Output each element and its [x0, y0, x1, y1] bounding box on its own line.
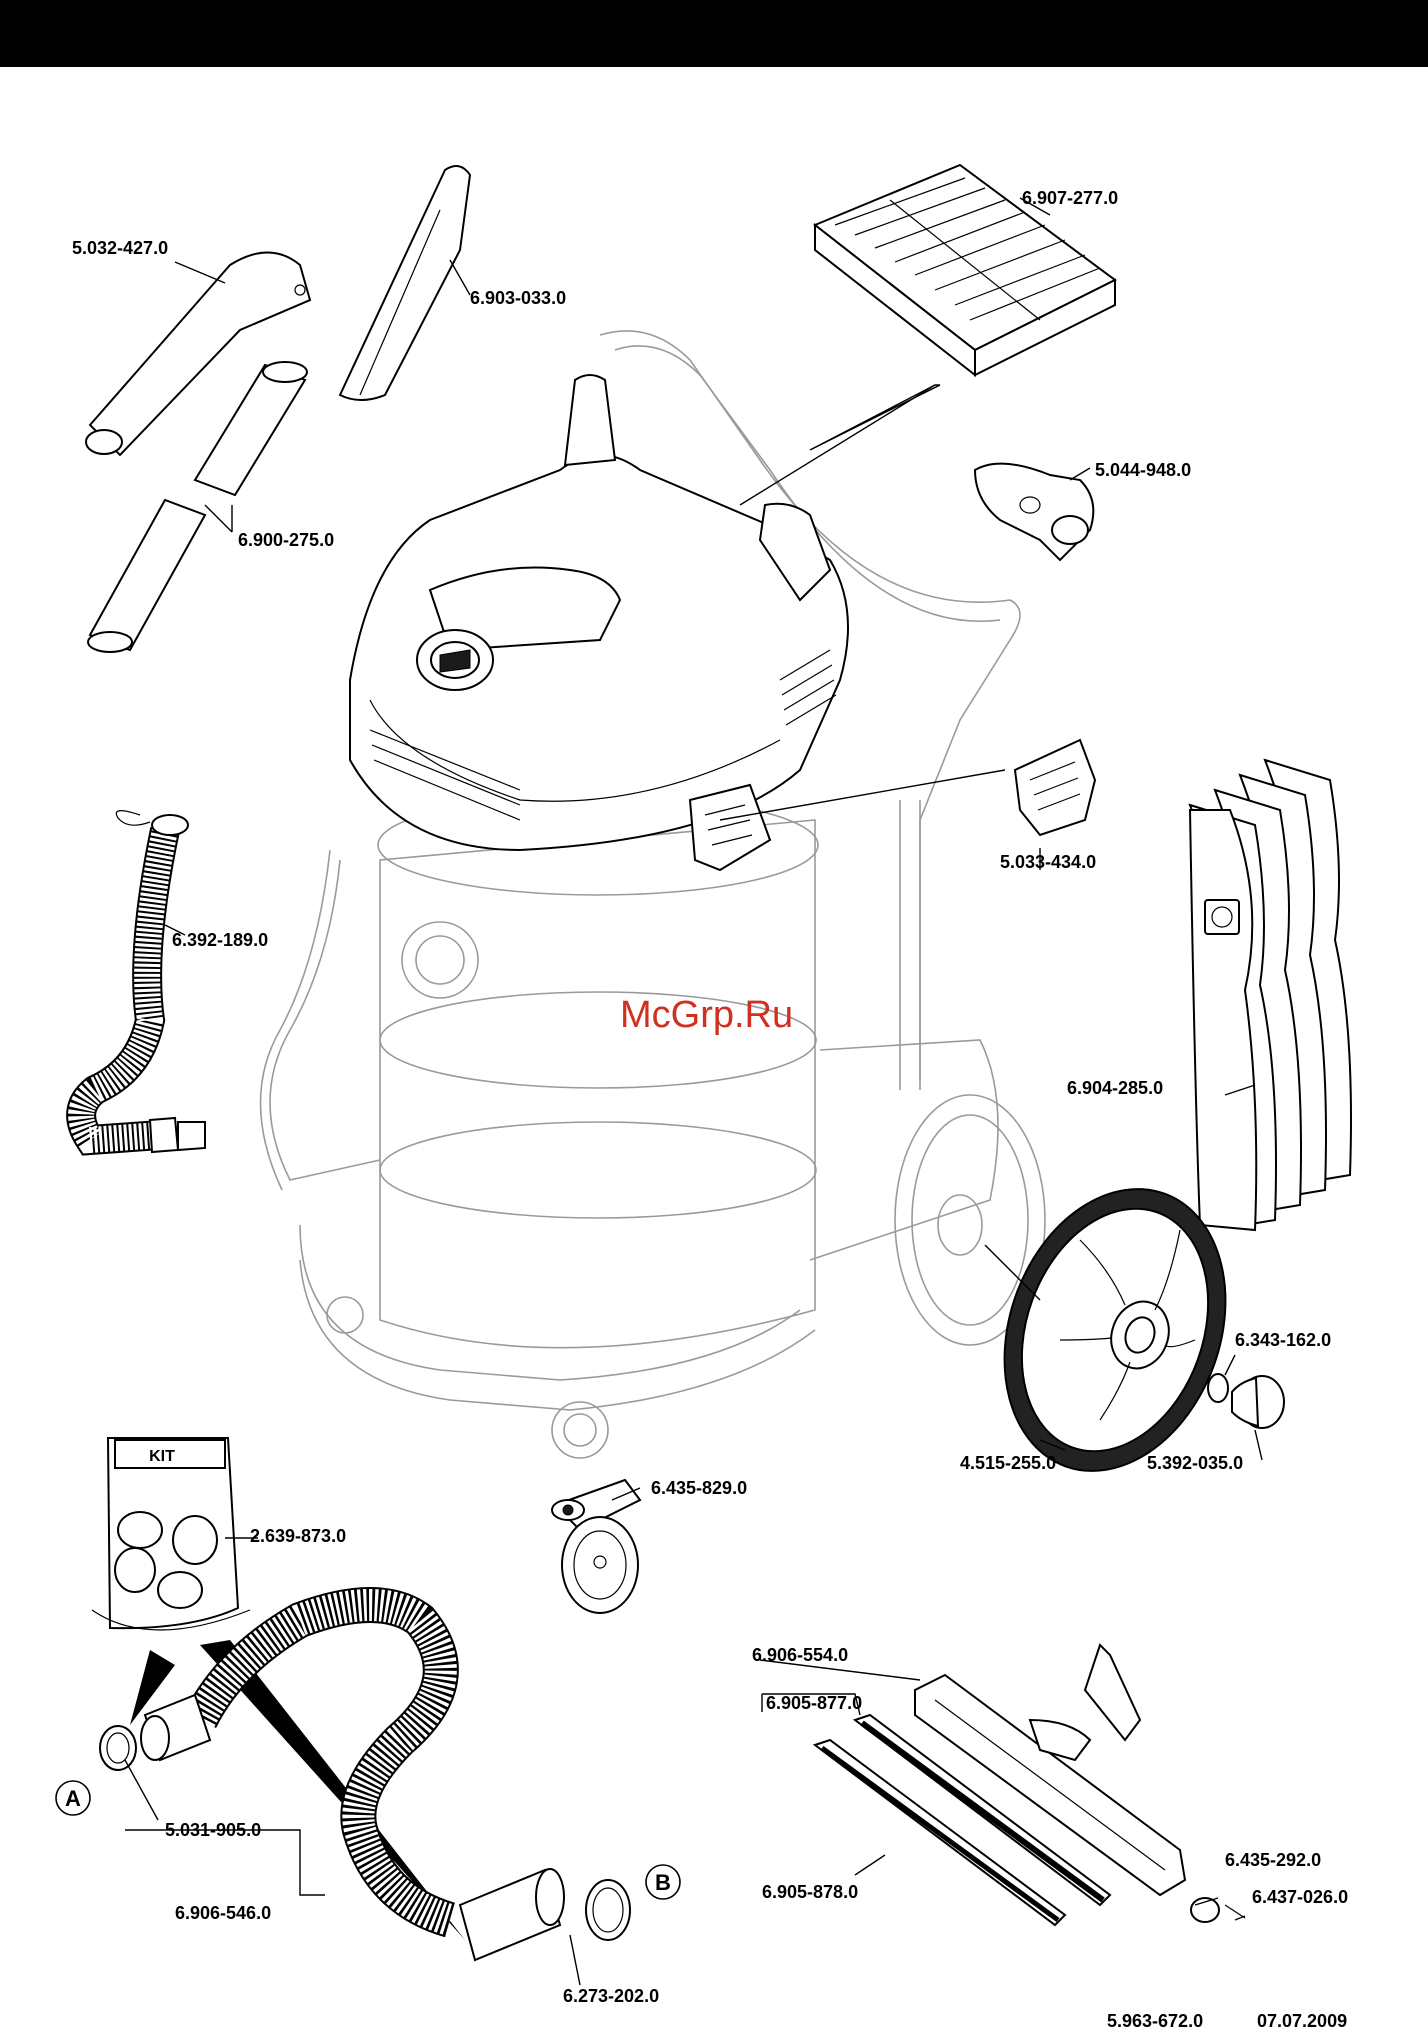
label-6-903-033: 6.903-033.0 [470, 288, 566, 308]
crevice-nozzle-6-903-033 [340, 166, 470, 400]
label-6-904-285: 6.904-285.0 [1067, 1078, 1163, 1098]
latch-5-033-434 [1015, 740, 1095, 835]
label-4-515-255: 4.515-255.0 [960, 1453, 1056, 1473]
callout-b: B [646, 1865, 680, 1899]
label-5-033-434: 5.033-434.0 [1000, 852, 1096, 872]
ring-6-273-202 [586, 1880, 630, 1940]
label-6-907-277: 6.907-277.0 [1022, 188, 1118, 208]
label-5-044-948: 5.044-948.0 [1095, 460, 1191, 480]
svg-text:B: B [655, 1870, 671, 1895]
label-6-905-878: 6.905-878.0 [762, 1882, 858, 1902]
accessory-holder-5-044-948 [975, 464, 1093, 560]
label-6-435-292: 6.435-292.0 [1225, 1850, 1321, 1870]
footer-date: 07.07.2009 [1257, 2011, 1347, 2031]
label-6-906-554: 6.906-554.0 [752, 1645, 848, 1665]
watermark: McGrp.Ru [620, 994, 793, 1036]
swivel-castor-6-435-829 [552, 1480, 640, 1613]
label-6-906-546: 6.906-546.0 [175, 1903, 271, 1923]
svg-text:A: A [65, 1786, 81, 1811]
filter-bags-6-904-285 [1190, 760, 1351, 1230]
motor-head [350, 375, 848, 870]
drain-hose-6-392-189 [81, 811, 205, 1152]
label-6-392-189: 6.392-189.0 [172, 930, 268, 950]
callout-a: A [56, 1781, 90, 1815]
label-5-032-427: 5.032-427.0 [72, 238, 168, 258]
label-6-273-202: 6.273-202.0 [563, 1986, 659, 2006]
label-6-437-026: 6.437-026.0 [1252, 1887, 1348, 1907]
wheel-cap-5-392-035 [1232, 1376, 1284, 1428]
label-5-031-905: 5.031-905.0 [165, 1820, 261, 1840]
label-6-905-877: 6.905-877.0 [766, 1693, 862, 1713]
label-6-900-275: 6.900-275.0 [238, 530, 334, 550]
ring-5-031-905 [100, 1726, 136, 1770]
label-6-343-162: 6.343-162.0 [1235, 1330, 1331, 1350]
footer-doc-number: 5.963-672.0 [1107, 2011, 1203, 2031]
label-5-392-035: 5.392-035.0 [1147, 1453, 1243, 1473]
kit-label: KIT [149, 1448, 175, 1465]
o-ring-6-343-162 [1208, 1374, 1228, 1402]
label-6-435-829: 6.435-829.0 [651, 1478, 747, 1498]
roller-axle-6-437-026 [1225, 1905, 1245, 1918]
label-2-639-873: 2.639-873.0 [250, 1526, 346, 1546]
adapter-kit-2-639-873 [92, 1438, 465, 1940]
